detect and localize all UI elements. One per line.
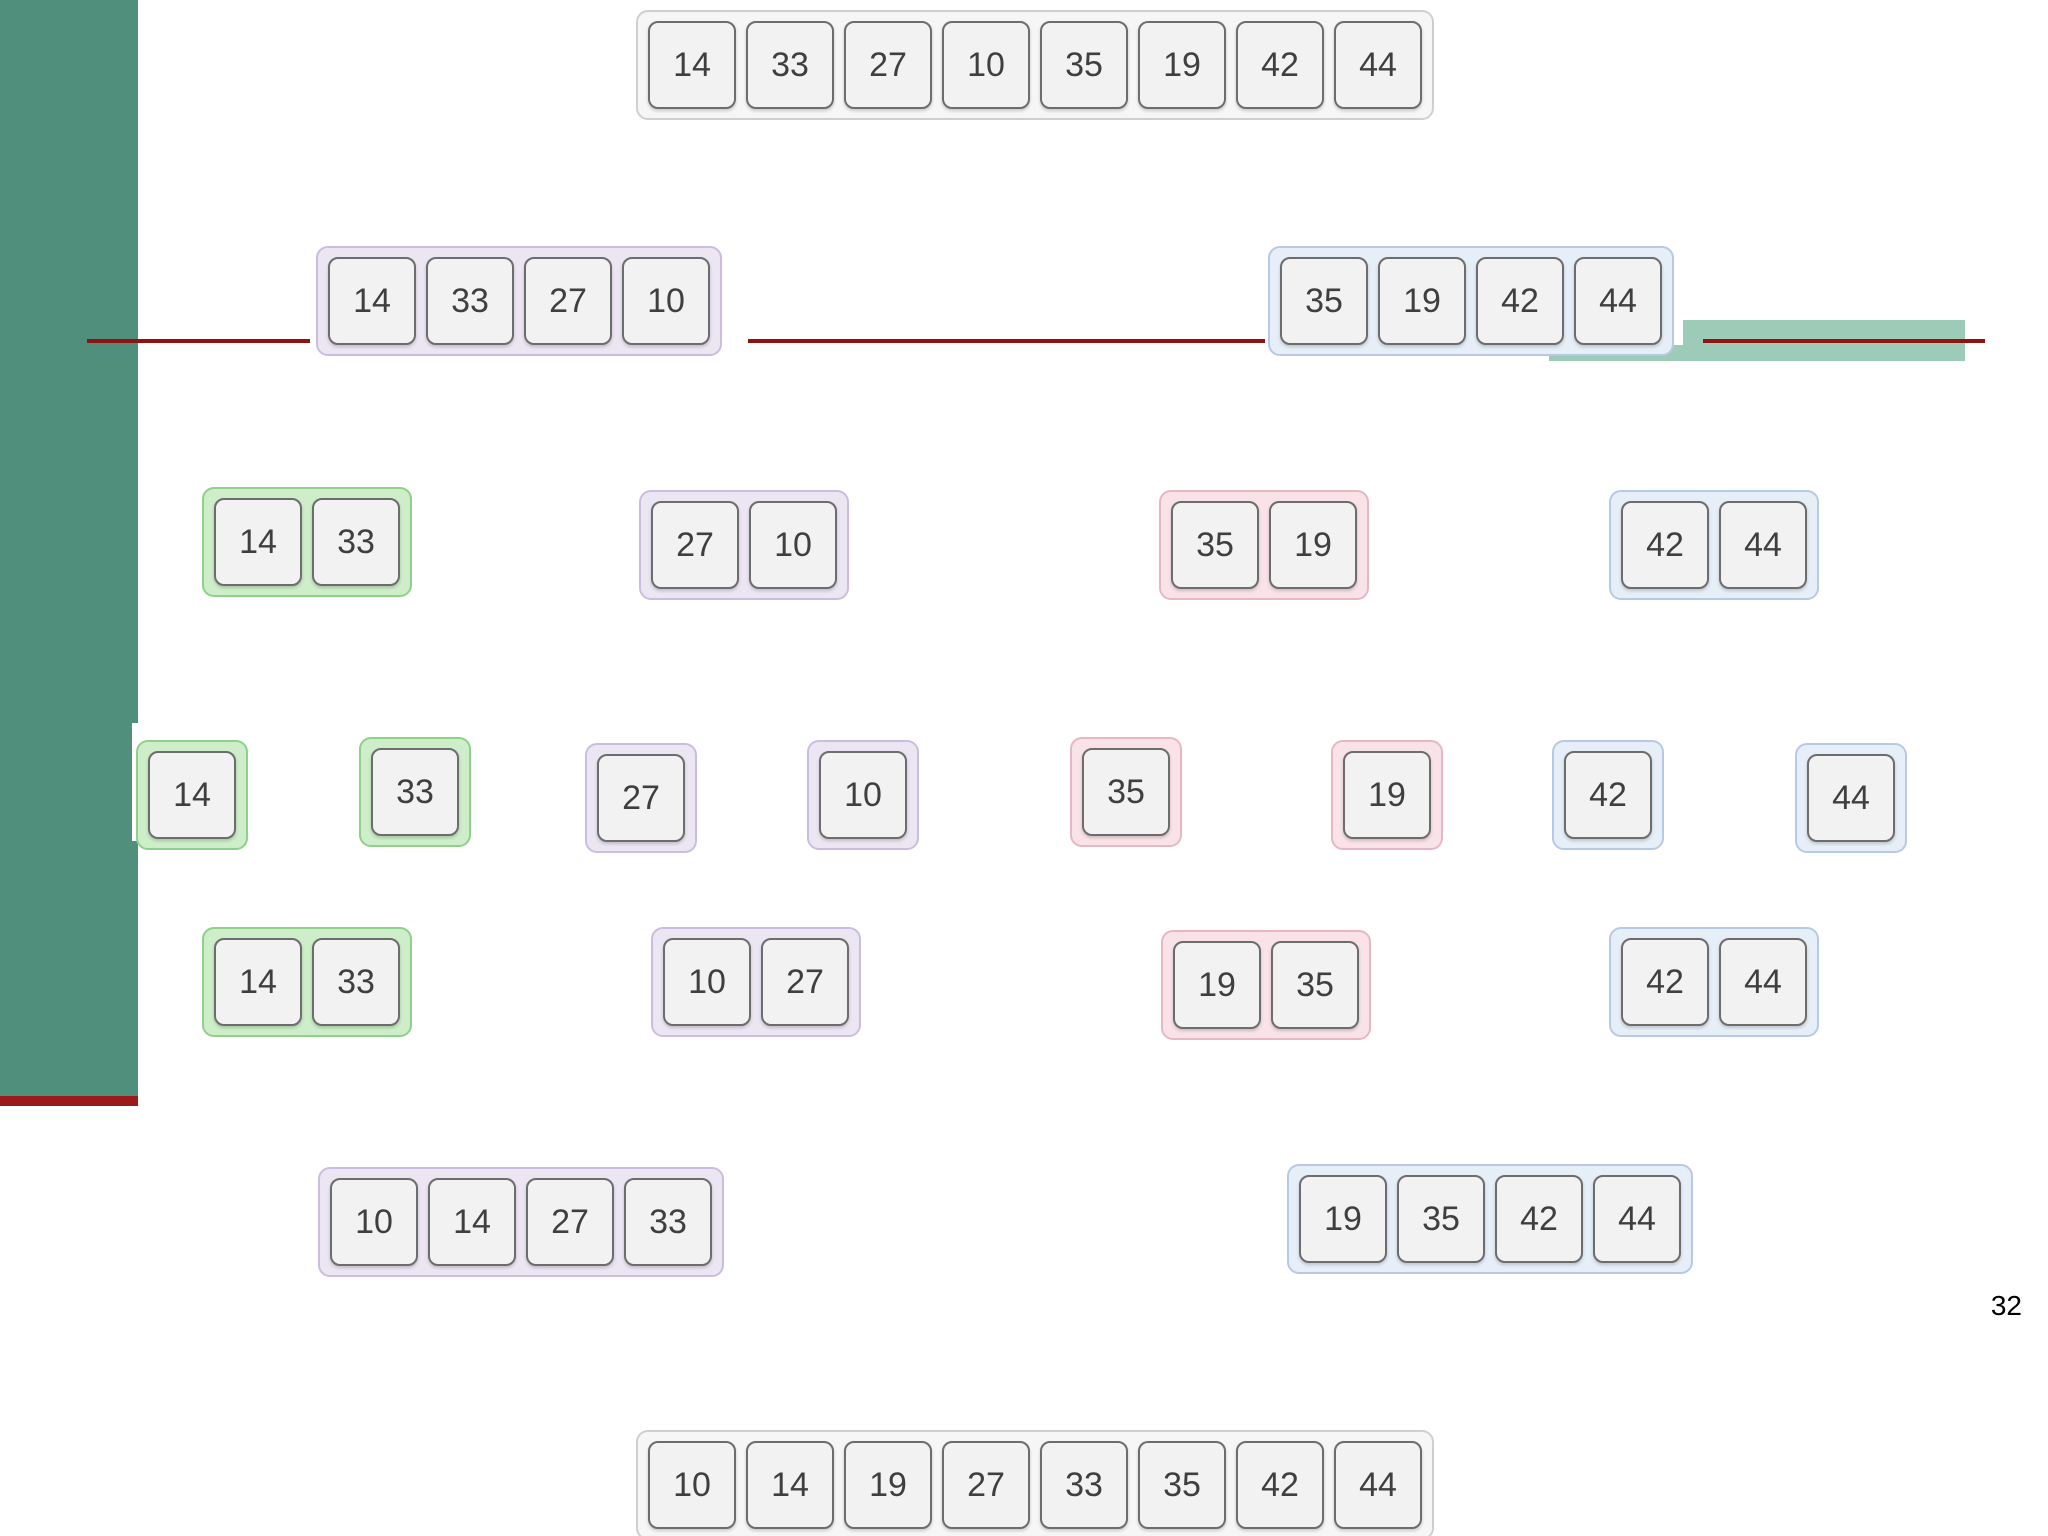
array-cell: 10 (663, 938, 751, 1026)
divider-line-right (1703, 339, 1985, 343)
array-cell: 35 (1040, 21, 1128, 109)
array-cell: 10 (819, 751, 907, 839)
array-cell: 42 (1564, 751, 1652, 839)
array-cell: 42 (1621, 501, 1709, 589)
array-cell: 33 (312, 498, 400, 586)
array-group-singles: 42 (1552, 740, 1664, 850)
array-cell: 14 (328, 257, 416, 345)
array-cell: 35 (1138, 1441, 1226, 1529)
array-cell: 19 (844, 1441, 932, 1529)
array-cell: 10 (942, 21, 1030, 109)
array-cell: 33 (746, 21, 834, 109)
array-group-singles: 33 (359, 737, 471, 847)
array-cell: 35 (1082, 748, 1170, 836)
array-group-singles: 14 (136, 740, 248, 850)
array-cell: 42 (1621, 938, 1709, 1026)
array-cell: 14 (648, 21, 736, 109)
array-cell: 42 (1495, 1175, 1583, 1263)
array-cell: 14 (214, 938, 302, 1026)
array-cell: 44 (1807, 754, 1895, 842)
array-group-singles: 19 (1331, 740, 1443, 850)
page-number: 32 (1990, 1290, 2022, 1321)
array-cell: 42 (1236, 21, 1324, 109)
array-cell: 10 (622, 257, 710, 345)
array-cell: 14 (746, 1441, 834, 1529)
array-cell: 19 (1173, 941, 1261, 1029)
array-cell: 44 (1719, 938, 1807, 1026)
array-cell: 42 (1476, 257, 1564, 345)
array-cell: 35 (1397, 1175, 1485, 1263)
array-cell: 19 (1299, 1175, 1387, 1263)
array-cell: 33 (426, 257, 514, 345)
divider-line-left (87, 339, 310, 343)
array-cell: 44 (1593, 1175, 1681, 1263)
array-cell: 33 (1040, 1441, 1128, 1529)
array-cell: 42 (1236, 1441, 1324, 1529)
array-group-singles: 27 (585, 743, 697, 853)
array-group-singles: 44 (1795, 743, 1907, 853)
array-cell: 35 (1280, 257, 1368, 345)
sidebar-band (0, 0, 138, 1098)
array-cell: 27 (942, 1441, 1030, 1529)
array-cell: 19 (1378, 257, 1466, 345)
array-cell: 27 (651, 501, 739, 589)
array-cell: 14 (148, 751, 236, 839)
array-cell: 44 (1334, 1441, 1422, 1529)
array-cell: 19 (1138, 21, 1226, 109)
array-cell: 27 (524, 257, 612, 345)
array-cell: 19 (1269, 501, 1357, 589)
array-cell: 27 (526, 1178, 614, 1266)
array-cell: 19 (1343, 751, 1431, 839)
array-cell: 44 (1719, 501, 1807, 589)
array-cell: 35 (1271, 941, 1359, 1029)
array-cell: 44 (1574, 257, 1662, 345)
array-group-singles: 35 (1070, 737, 1182, 847)
array-cell: 33 (624, 1178, 712, 1266)
array-cell: 14 (428, 1178, 516, 1266)
array-cell: 33 (312, 938, 400, 1026)
array-cell: 10 (648, 1441, 736, 1529)
array-cell: 10 (330, 1178, 418, 1266)
array-cell: 27 (844, 21, 932, 109)
array-cell: 35 (1171, 501, 1259, 589)
array-cell: 10 (749, 501, 837, 589)
array-cell: 33 (371, 748, 459, 836)
array-cell: 44 (1334, 21, 1422, 109)
divider-line-mid (748, 339, 1265, 343)
array-cell: 27 (597, 754, 685, 842)
array-cell: 14 (214, 498, 302, 586)
array-group-singles: 10 (807, 740, 919, 850)
array-cell: 27 (761, 938, 849, 1026)
sidebar-red-line (0, 1096, 138, 1106)
